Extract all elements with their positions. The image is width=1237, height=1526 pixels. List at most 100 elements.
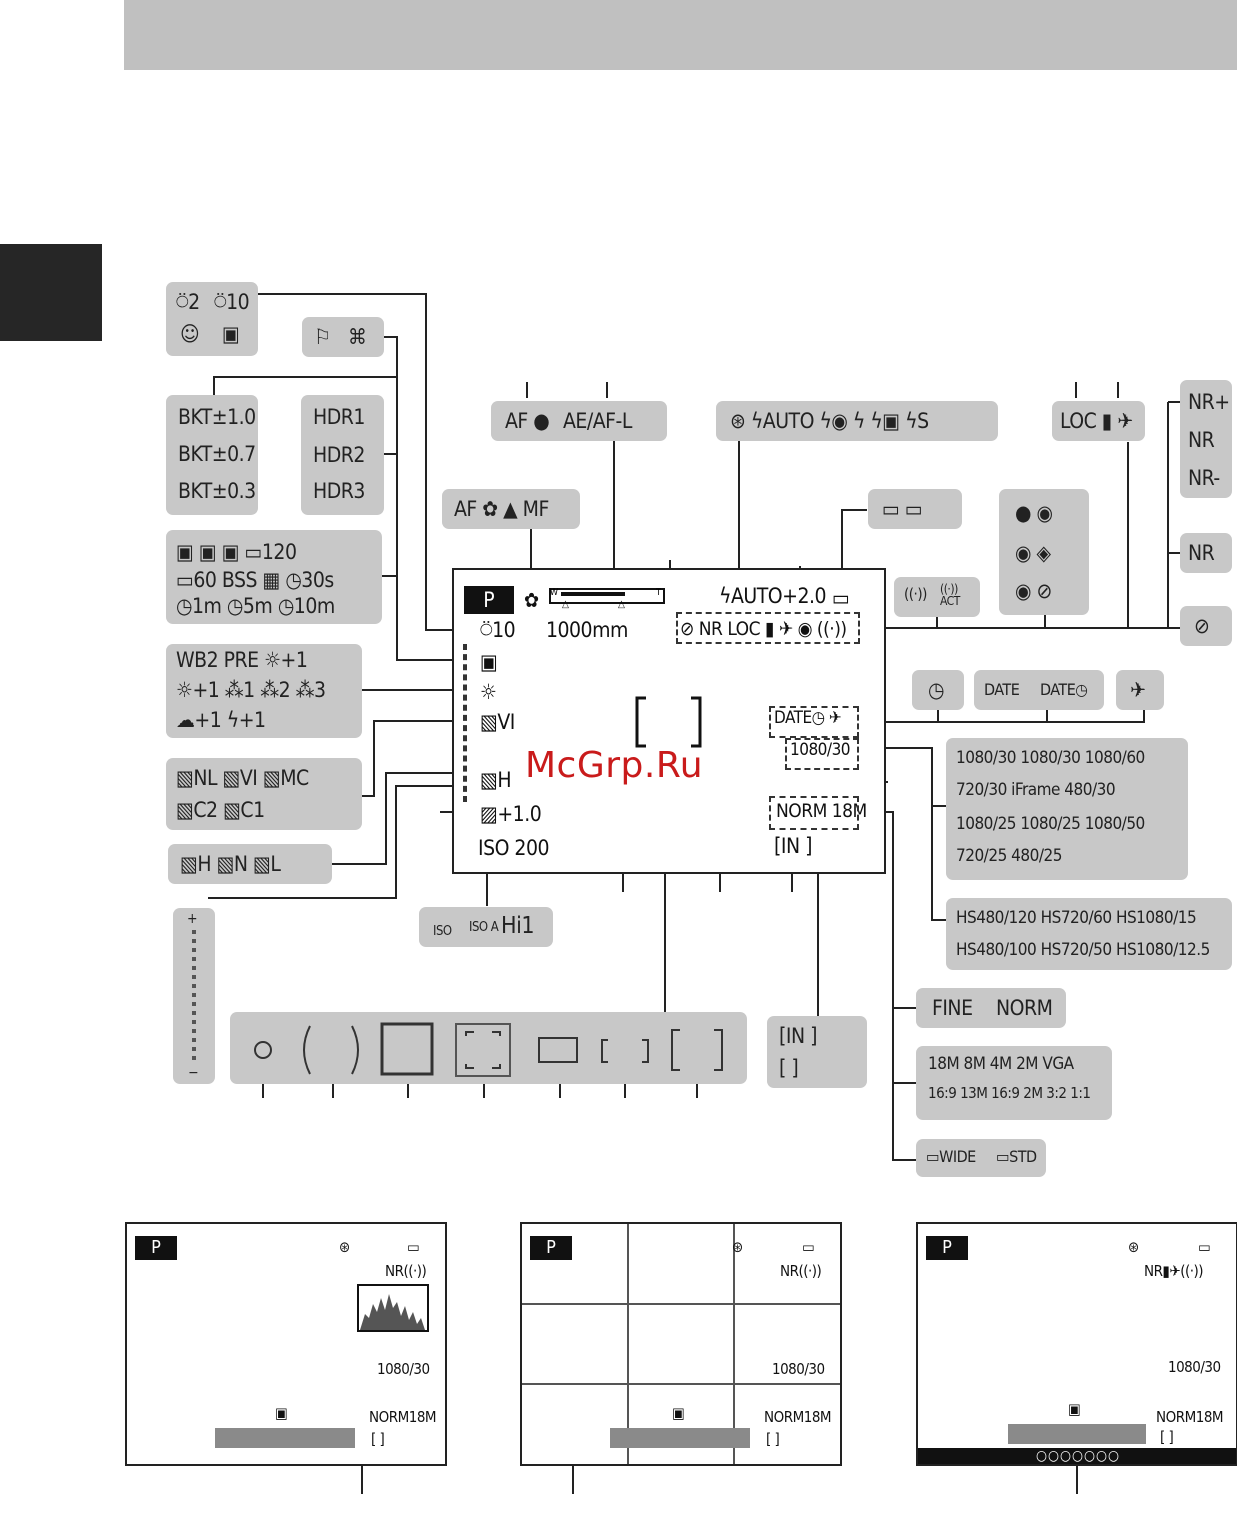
- wb-row-3: ☁+1 ϟ+1: [176, 708, 266, 732]
- zoom-bar: [561, 592, 625, 596]
- progress-dots: ○○○○○○○: [1036, 1448, 1120, 1464]
- histogram: [357, 1284, 429, 1332]
- focus-mode-row: AF ✿ ▲ MF: [454, 497, 549, 521]
- vr-icon: ((·)): [904, 585, 927, 603]
- battery-icon: ▭: [832, 586, 850, 610]
- mini-movie: 1080/30: [772, 1360, 825, 1378]
- battery-box: ▭ ▭: [868, 489, 962, 529]
- mini-quality: NORM18M: [1156, 1408, 1224, 1426]
- mini-progress-bar: [215, 1428, 355, 1448]
- mini-mode-badge: P: [135, 1236, 177, 1260]
- mini-battery-icon: ▭: [802, 1238, 815, 1256]
- date-stamp: DATE: [984, 680, 1020, 699]
- location-box: LOC ▮ ✈: [1052, 401, 1145, 441]
- pet-release-icon: ▣: [222, 322, 240, 346]
- flash-status: ϟAUTO+2.0: [719, 584, 826, 608]
- status-row-dashed: [676, 612, 860, 644]
- wifi-row-3: ◉ ⊘: [1015, 579, 1052, 603]
- self-timer-box: ⍥2 ⍥10 ☺ ▣: [166, 282, 258, 356]
- movie-options-box: 1080/30 1080/30 1080/60 720/30 iFrame 48…: [946, 738, 1188, 880]
- bracketing-box: BKT±1.0 BKT±0.7 BKT±0.3: [166, 395, 258, 515]
- iso-hi1: Hi1: [501, 913, 534, 939]
- image-quality-size: NORM 18M: [776, 800, 867, 822]
- vr-box: ((·)) ((·)) ACT: [894, 577, 980, 617]
- memory-indicator: [IN ]: [774, 834, 812, 858]
- af-paren-right: [351, 1025, 359, 1075]
- continuous-row-3: ◷1m ◷5m ◷10m: [176, 594, 335, 618]
- mini-screen-grid: P ⊛ ▭ NR((·)) 1080/30 ▣ NORM18M [ ]: [520, 1222, 842, 1466]
- shooting-mode-badge: P: [464, 586, 514, 614]
- af-paren-left: [303, 1025, 311, 1075]
- zoom-w: W: [550, 588, 559, 598]
- mini-progress-bar: [610, 1428, 750, 1448]
- mini-screen-movie: P ⊛ ▭ NR▮✈((·)) 1080/30 ▣ NORM18M [ ] ○○…: [916, 1222, 1237, 1466]
- hdr-1: HDR1: [313, 405, 365, 429]
- size-row-2: 16:9 13M 16:9 2M 3:2 1:1: [928, 1084, 1091, 1102]
- active-dlighting-row: ▧H ▧N ▧L: [180, 852, 281, 876]
- ae-af-lock: AE/AF-L: [563, 409, 632, 433]
- movie-row-3: 1080/25 1080/25 1080/50: [956, 814, 1145, 834]
- noise-reduction-stack: NR+ NR NR-: [1180, 380, 1232, 498]
- mini-flash-icon: ⊛: [339, 1238, 350, 1256]
- mini-vr-icon: ▣: [1068, 1400, 1081, 1418]
- iso-box: ISO ISO A Hi1: [419, 907, 553, 947]
- picture-control-row-2: ▧C2 ▧C1: [176, 798, 265, 822]
- continuous-icon: ▣: [480, 650, 498, 674]
- mini-memory: [ ]: [1160, 1428, 1174, 1446]
- quality-dashed: [769, 796, 859, 830]
- active-dlighting-box: ▧H ▧N ▧L: [168, 844, 332, 884]
- vr-active-icon: ((·)) ACT: [940, 582, 960, 608]
- zoom-marker-2: △: [618, 599, 625, 610]
- image-quality-box: FINE NORM: [916, 988, 1066, 1028]
- af-frame-large: [380, 1022, 434, 1076]
- mini-mode-badge: P: [530, 1236, 572, 1260]
- size-row-1: 18M 8M 4M 2M VGA: [928, 1054, 1074, 1074]
- left-icons-dashed: [463, 644, 467, 802]
- mini-memory: [ ]: [766, 1430, 780, 1448]
- focus-frame: [635, 696, 702, 748]
- battery-row: ▭ ▭: [882, 497, 923, 521]
- mini-nr: NR((·)): [385, 1262, 427, 1280]
- af-area-box: [230, 1012, 747, 1084]
- mini-mode-badge: P: [926, 1236, 968, 1260]
- clock-icon: ◷: [928, 678, 945, 702]
- image-size-box: 18M 8M 4M 2M VGA 16:9 13M 16:9 2M 3:2 1:…: [916, 1046, 1112, 1120]
- airplane-icon: ✈: [1130, 678, 1146, 702]
- mini-bottom-bar: ○○○○○○○: [918, 1448, 1236, 1464]
- date-dashed: [769, 706, 859, 738]
- white-balance-box: WB2 PRE ☼+1 ☼+1 ⁂1 ⁂2 ⁂3 ☁+1 ϟ+1: [166, 644, 362, 738]
- wifi-row-2: ◉ ◈: [1015, 541, 1051, 565]
- quality-fine: FINE: [932, 996, 973, 1020]
- gps-small-icon: ⊘: [1194, 614, 1210, 638]
- continuous-box: ▣ ▣ ▣ ▭120 ▭60 BSS ▦ ◷30s ◷1m ◷5m ◷10m: [166, 530, 382, 624]
- white-balance-icon: ☼: [480, 680, 497, 704]
- date-box: DATE DATE◷: [974, 670, 1104, 710]
- bkt-0-7: BKT±0.7: [178, 442, 256, 466]
- af-indicator-box: AF ● AE/AF-L: [491, 401, 667, 441]
- panorama-box: ▭WIDE ▭STD: [916, 1139, 1046, 1177]
- wb-row-2: ☼+1 ⁂1 ⁂2 ⁂3: [176, 678, 326, 702]
- mini-memory: [ ]: [371, 1430, 385, 1448]
- af-bracket-small: [601, 1039, 649, 1063]
- picture-control-row-1: ▧NL ▧VI ▧MC: [176, 766, 309, 790]
- gps-small-box: ⊘: [1180, 606, 1232, 646]
- focal-length: 1000mm: [546, 618, 628, 642]
- self-timer-2-icon: ⍥2: [176, 290, 200, 314]
- clock-box: ◷: [912, 670, 964, 710]
- status-row: ⊘ NR LOC ▮ ✈ ◉ ((·)): [680, 618, 847, 640]
- mini-battery-icon: ▭: [1198, 1238, 1211, 1256]
- mini-progress-bar: [1008, 1424, 1146, 1444]
- iso-auto: ISO A: [469, 920, 499, 935]
- mini-movie: 1080/30: [1168, 1358, 1221, 1376]
- nr-single-box: NR: [1180, 533, 1232, 573]
- header-band: [124, 0, 1237, 70]
- memory-box: [IN ] [ ]: [767, 1016, 867, 1088]
- iso-label: ISO: [433, 924, 452, 939]
- zoom-marker-1: △: [562, 599, 569, 610]
- movie-row-2: 720/30 iFrame 480/30: [956, 780, 1116, 800]
- hdr-box: HDR1 HDR2 HDR3: [301, 395, 384, 515]
- af-frame-small: [538, 1037, 578, 1063]
- flash-mode-box: ⊛ ϟAUTO ϟ◉ ϟ ϟ▣ ϟS: [716, 401, 998, 441]
- nr-single: NR: [1188, 541, 1215, 565]
- shake-icons-box: ⚐ ⌘: [302, 317, 384, 357]
